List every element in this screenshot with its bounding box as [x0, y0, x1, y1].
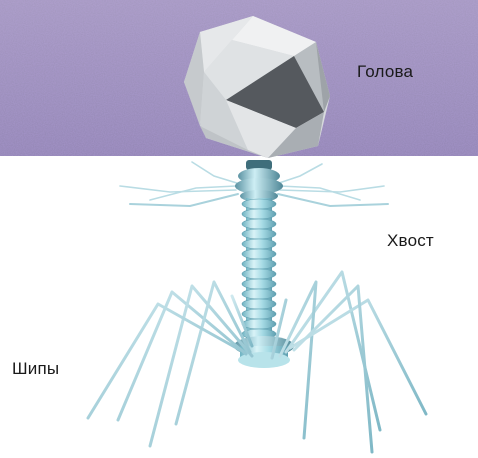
capsid-head: [184, 16, 330, 158]
tail-sheath: [242, 198, 276, 339]
collar-neck: [235, 160, 283, 202]
head-label: Голова: [357, 62, 413, 82]
spikes-label: Шипы: [12, 359, 59, 379]
tail-label: Хвост: [387, 231, 434, 251]
